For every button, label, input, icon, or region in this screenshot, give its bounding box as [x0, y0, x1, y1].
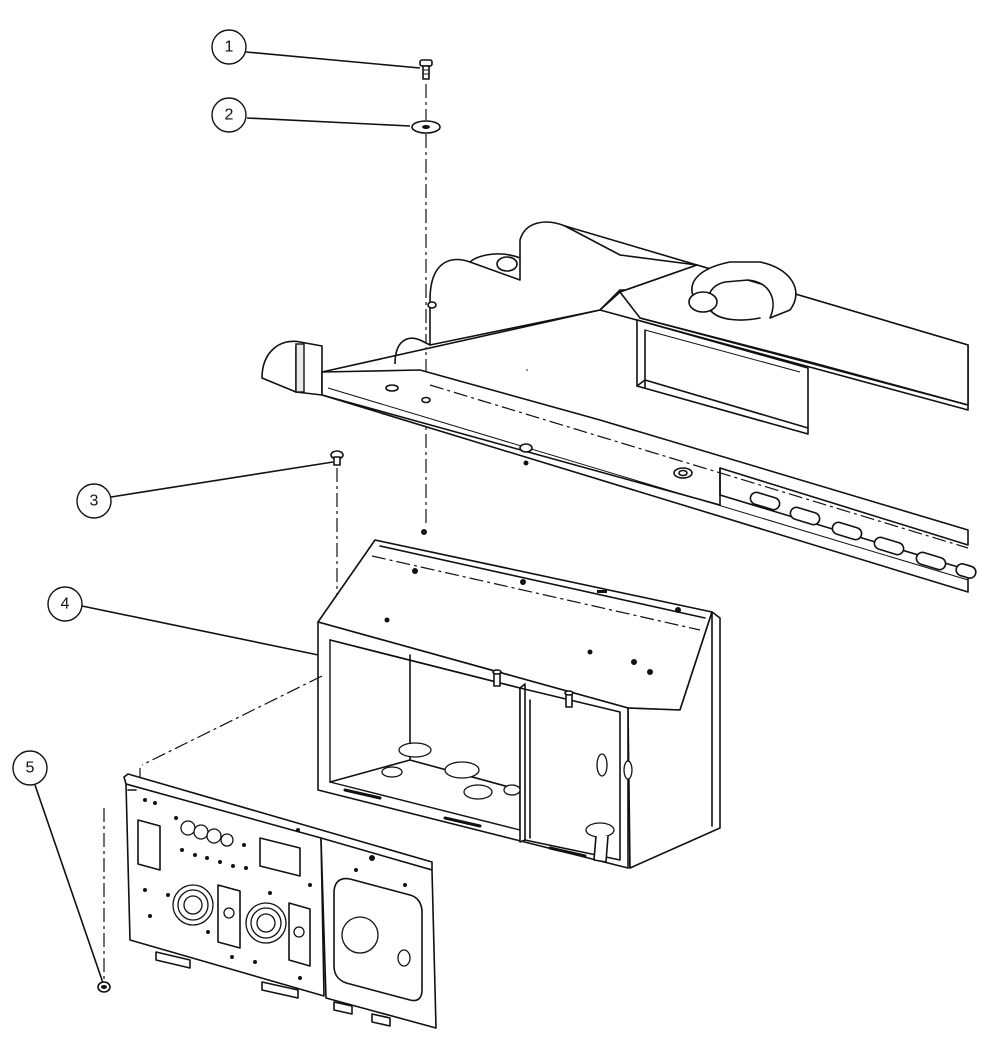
leader-line-2 [246, 117, 411, 127]
callout-balloon-4 [47, 586, 83, 622]
callout-4: 4 [47, 586, 329, 658]
panel-assembly-axis-1 [141, 675, 323, 766]
callout-2: 2 [211, 97, 411, 133]
callout-balloon-5 [12, 750, 48, 786]
callout-1: 1 [211, 29, 421, 69]
leader-line-4 [81, 605, 329, 658]
callout-label-3: 3 [90, 493, 99, 510]
callout-balloon-2 [211, 97, 247, 133]
front-control-panel [123, 773, 437, 1029]
callout-balloon-3 [76, 483, 112, 519]
enclosure-box-part-4 [317, 529, 721, 869]
rail-slots [749, 491, 977, 579]
nut-part-5 [97, 981, 111, 993]
leader-line-5 [34, 784, 104, 984]
callout-5: 5 [12, 750, 104, 984]
callout-label-1: 1 [225, 39, 234, 56]
callout-label-5: 5 [26, 760, 35, 777]
callout-balloon-1 [211, 29, 247, 65]
washer-part-2 [411, 120, 441, 134]
leader-line-1 [245, 51, 421, 69]
handle [688, 261, 797, 321]
callout-label-2: 2 [225, 107, 234, 124]
callout-3: 3 [76, 461, 334, 519]
screw-part-1 [419, 59, 433, 80]
rail-window-opening [636, 319, 809, 435]
rail-chassis-assembly [261, 221, 977, 593]
leader-line-3 [110, 461, 334, 498]
callout-label-4: 4 [61, 596, 70, 613]
screw-part-3 [330, 450, 344, 466]
